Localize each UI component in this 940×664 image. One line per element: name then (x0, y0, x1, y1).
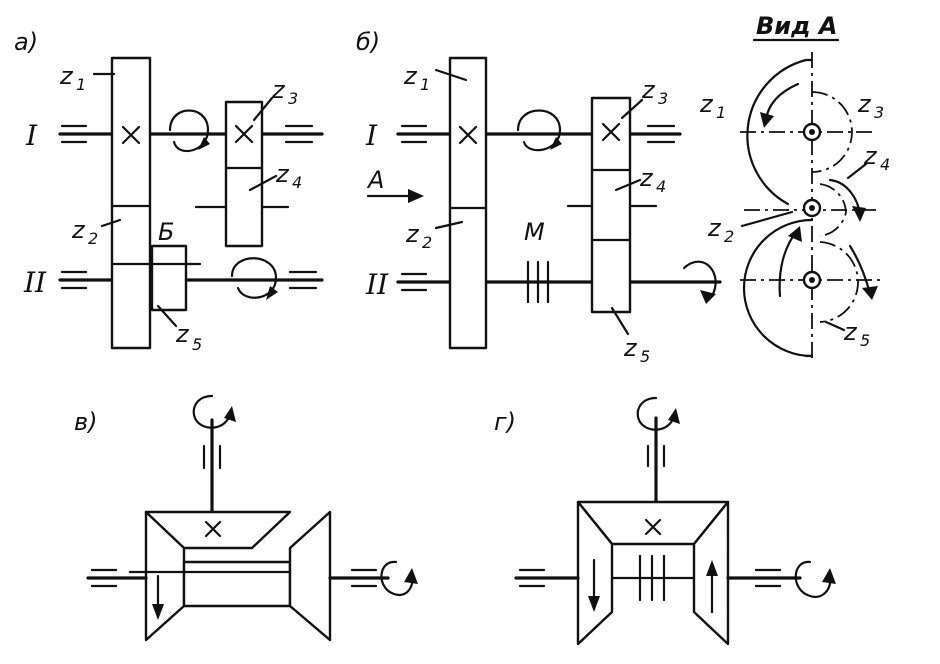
panel-a: а) I II (14, 28, 324, 354)
svg-text:2: 2 (422, 233, 432, 252)
panel-a-z3: z (271, 76, 286, 104)
view-a-gear-z3 (811, 91, 853, 173)
svg-text:2: 2 (724, 227, 734, 246)
panel-b-z4: z (639, 164, 654, 192)
view-a-z4: z (863, 142, 878, 170)
view-a-z1: z (699, 90, 714, 118)
panel-b-gear-z1-z2 (448, 56, 488, 350)
view-a-gear-z5 (819, 241, 859, 323)
svg-text:1: 1 (716, 103, 726, 122)
panel-g: г) (494, 396, 836, 646)
svg-text:3: 3 (288, 89, 298, 108)
panel-g-rotation-arrow-top (636, 396, 680, 431)
panel-b-z5: z (623, 334, 638, 362)
panel-b: б) I II A (356, 28, 722, 366)
panel-b-view-arrow (366, 189, 424, 203)
panel-b-rotation-arrow-1 (516, 109, 562, 152)
panel-b-rotation-arrow-2 (682, 260, 717, 304)
panel-a-gear-z5 (150, 244, 188, 312)
svg-text:1: 1 (420, 75, 430, 94)
svg-text:3: 3 (874, 103, 884, 122)
panel-a-block-label: Б (158, 218, 174, 246)
panel-v-letter: в) (74, 408, 98, 436)
panel-v-sleeve (182, 560, 292, 608)
panel-a-fixed-mark (121, 125, 141, 145)
panel-a-z4: z (275, 160, 290, 188)
svg-text:3: 3 (658, 89, 668, 108)
panel-g-rotation-arrow-right (794, 560, 836, 598)
panel-b-clutch-label: M (524, 218, 545, 246)
panel-b-gear-z3-z4-z5 (590, 96, 632, 314)
svg-text:1: 1 (76, 75, 86, 94)
panel-a-rotation-arrow-1 (168, 109, 210, 152)
panel-a-rotation-arrow-2 (230, 257, 278, 300)
panel-b-shaft-1 (396, 124, 682, 144)
svg-text:5: 5 (192, 335, 202, 354)
panel-a-z1: z (59, 62, 74, 90)
panel-a-z5: z (175, 320, 190, 348)
panel-b-clutch (526, 260, 550, 304)
panel-a-shaft-2-label: II (23, 266, 47, 299)
svg-text:5: 5 (860, 331, 870, 350)
view-a-z5: z (843, 318, 858, 346)
svg-text:5: 5 (640, 347, 650, 366)
panel-a-shaft-1-label: I (25, 119, 38, 152)
panel-b-view-arrow-label: A (366, 166, 384, 194)
view-a-z2: z (707, 214, 722, 242)
view-a-z3: z (857, 90, 872, 118)
svg-text:4: 4 (292, 173, 302, 192)
panel-g-clutch (610, 554, 696, 602)
svg-text:4: 4 (880, 155, 890, 174)
view-a-gear-z2 (742, 218, 814, 358)
panel-b-letter: б) (356, 28, 380, 56)
panel-g-letter: г) (494, 408, 516, 436)
view-a: Вид A z 1 (699, 12, 890, 362)
panel-b-z1: z (403, 62, 418, 90)
panel-b-z2: z (405, 220, 420, 248)
panel-v: в) (74, 394, 418, 642)
panel-a-gear-z1-z2 (110, 56, 152, 350)
panel-a-z2: z (71, 216, 86, 244)
panel-b-z3: z (641, 76, 656, 104)
view-a-gear-z4 (819, 183, 847, 237)
panel-b-shaft-1-label: I (365, 119, 378, 152)
panel-a-letter: а) (14, 28, 38, 56)
panel-v-bevel-gear-right (288, 510, 332, 642)
view-a-gear-z1 (746, 58, 808, 206)
panel-a-gear-z3-z4 (224, 100, 264, 248)
panel-a-shaft-1 (58, 124, 324, 144)
view-a-title: Вид A (756, 12, 837, 40)
svg-text:2: 2 (88, 229, 98, 248)
panel-v-rotation-arrow-top (192, 394, 236, 429)
panel-a-shaft-2 (58, 270, 324, 290)
panel-b-shaft-2 (396, 272, 722, 292)
panel-b-shaft-2-label: II (365, 268, 389, 301)
svg-text:4: 4 (656, 177, 666, 196)
panel-v-rotation-arrow-right (380, 560, 418, 596)
